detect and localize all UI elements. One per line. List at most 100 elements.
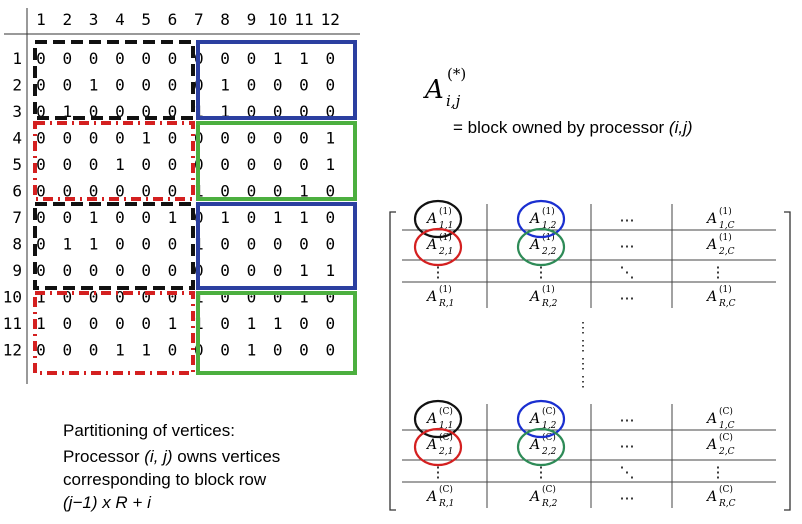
block-subscript: R,1 [438,499,454,509]
matrix-cell: 0 [220,49,230,68]
block-subscript: R,2 [541,499,558,509]
column-header: 2 [62,10,72,29]
matrix-cell: 1 [89,208,99,227]
block-superscript: (1) [439,206,452,217]
matrix-cell: 0 [325,182,335,201]
block-symbol: A [705,289,717,305]
matrix-cell: 0 [325,102,335,121]
matrix-cell: 0 [89,129,99,148]
column-header: 3 [89,10,99,29]
matrix-cell: 0 [36,182,46,201]
matrix-cell: 0 [220,261,230,280]
block-subscript: 2,C [718,447,735,457]
block-ellipsis: ⋯ [620,411,635,429]
matrix-cell: 1 [273,314,283,333]
block-superscript: (1) [719,284,732,295]
circle-green [516,227,566,267]
matrix-cell: 0 [36,49,46,68]
caption-line-2-italic: (i, j) [144,447,172,466]
matrix-cell: 0 [168,155,178,174]
caption-line-3: corresponding to block row [63,470,267,489]
matrix-cell: 0 [247,129,257,148]
matrix-cell: 1 [141,341,151,360]
matrix-cell: 0 [141,49,151,68]
matrix-cell: 0 [273,261,283,280]
matrix-cell: 0 [36,102,46,121]
block-symbol: A [705,211,717,227]
block-superscript: (1) [439,232,452,243]
matrix-cell: 0 [141,235,151,254]
matrix-cell: 0 [89,182,99,201]
block-ellipsis: ⋯ [620,237,635,255]
block-subscript: 2,C [718,247,735,257]
matrix-cell: 0 [89,341,99,360]
block-superscript: (1) [542,206,555,217]
block-superscript: (C) [719,484,733,495]
matrix-cell: 0 [168,261,178,280]
row-header: 6 [12,182,22,201]
matrix-cell: 0 [36,235,46,254]
matrix-cell: 0 [62,76,72,95]
column-header: 7 [194,10,204,29]
matrix-cell: 0 [141,76,151,95]
legend: A (*) i,j = block owned by processor (i,… [423,65,693,137]
matrix-cell: 0 [168,235,178,254]
matrix-cell: 0 [36,129,46,148]
matrix-cell: 1 [36,288,46,307]
matrix-cell: 1 [247,314,257,333]
matrix-cell: 0 [273,182,283,201]
legend-subscript: i,j [446,92,461,110]
matrix-cell: 1 [299,182,309,201]
matrix-cell: 1 [325,129,335,148]
caption-line-4: (j−1) x R + i [63,493,152,512]
block-subscript: 1,1 [439,421,453,431]
matrix-cell: 1 [36,314,46,333]
block-symbol: A [425,211,437,227]
block-subscript: 2,2 [541,447,557,457]
column-header: 9 [247,10,257,29]
matrix-cell: 0 [36,76,46,95]
matrix-cell: 0 [220,341,230,360]
matrix-cell: 0 [168,129,178,148]
block-superscript: (C) [439,406,453,417]
row-header: 9 [12,261,22,280]
row-header: 4 [12,129,22,148]
block-box-green [196,291,357,375]
right-bracket [784,211,791,511]
matrix-cell: 1 [115,155,125,174]
block-ellipsis: ⋮ [431,263,446,281]
block-box-green [196,121,357,201]
row-header: 5 [12,155,22,174]
matrix-cell: 1 [141,129,151,148]
matrix-cell: 1 [89,235,99,254]
circle-black [413,199,463,239]
row-header: 12 [3,341,22,360]
matrix-cell: 0 [220,288,230,307]
circle-blue [516,399,566,439]
matrix-cell: 0 [62,341,72,360]
matrix-cell: 0 [62,155,72,174]
block-subscript: R,1 [438,299,454,309]
legend-text-prefix: = block owned by processor [453,118,669,137]
block-ellipsis: ⋮ [534,463,549,481]
row-header: 3 [12,102,22,121]
block-ellipsis: ⋯ [620,289,635,307]
matrix-cell: 0 [62,288,72,307]
block-subscript: R,C [718,499,736,509]
caption-line-2-prefix: Processor [63,447,144,466]
matrix-cell: 0 [89,288,99,307]
block-superscript: (C) [542,432,556,443]
matrix-cell: 0 [89,261,99,280]
matrix-cell: 0 [115,288,125,307]
matrix-cell: 0 [168,288,178,307]
matrix-cell: 0 [247,76,257,95]
matrix-cell: 0 [36,155,46,174]
block-symbol: A [425,411,437,427]
block-symbol: A [425,237,437,253]
matrix-cell: 0 [115,49,125,68]
matrix-cell: 0 [273,76,283,95]
block-symbol: A [425,437,437,453]
matrix-cell: 0 [168,76,178,95]
